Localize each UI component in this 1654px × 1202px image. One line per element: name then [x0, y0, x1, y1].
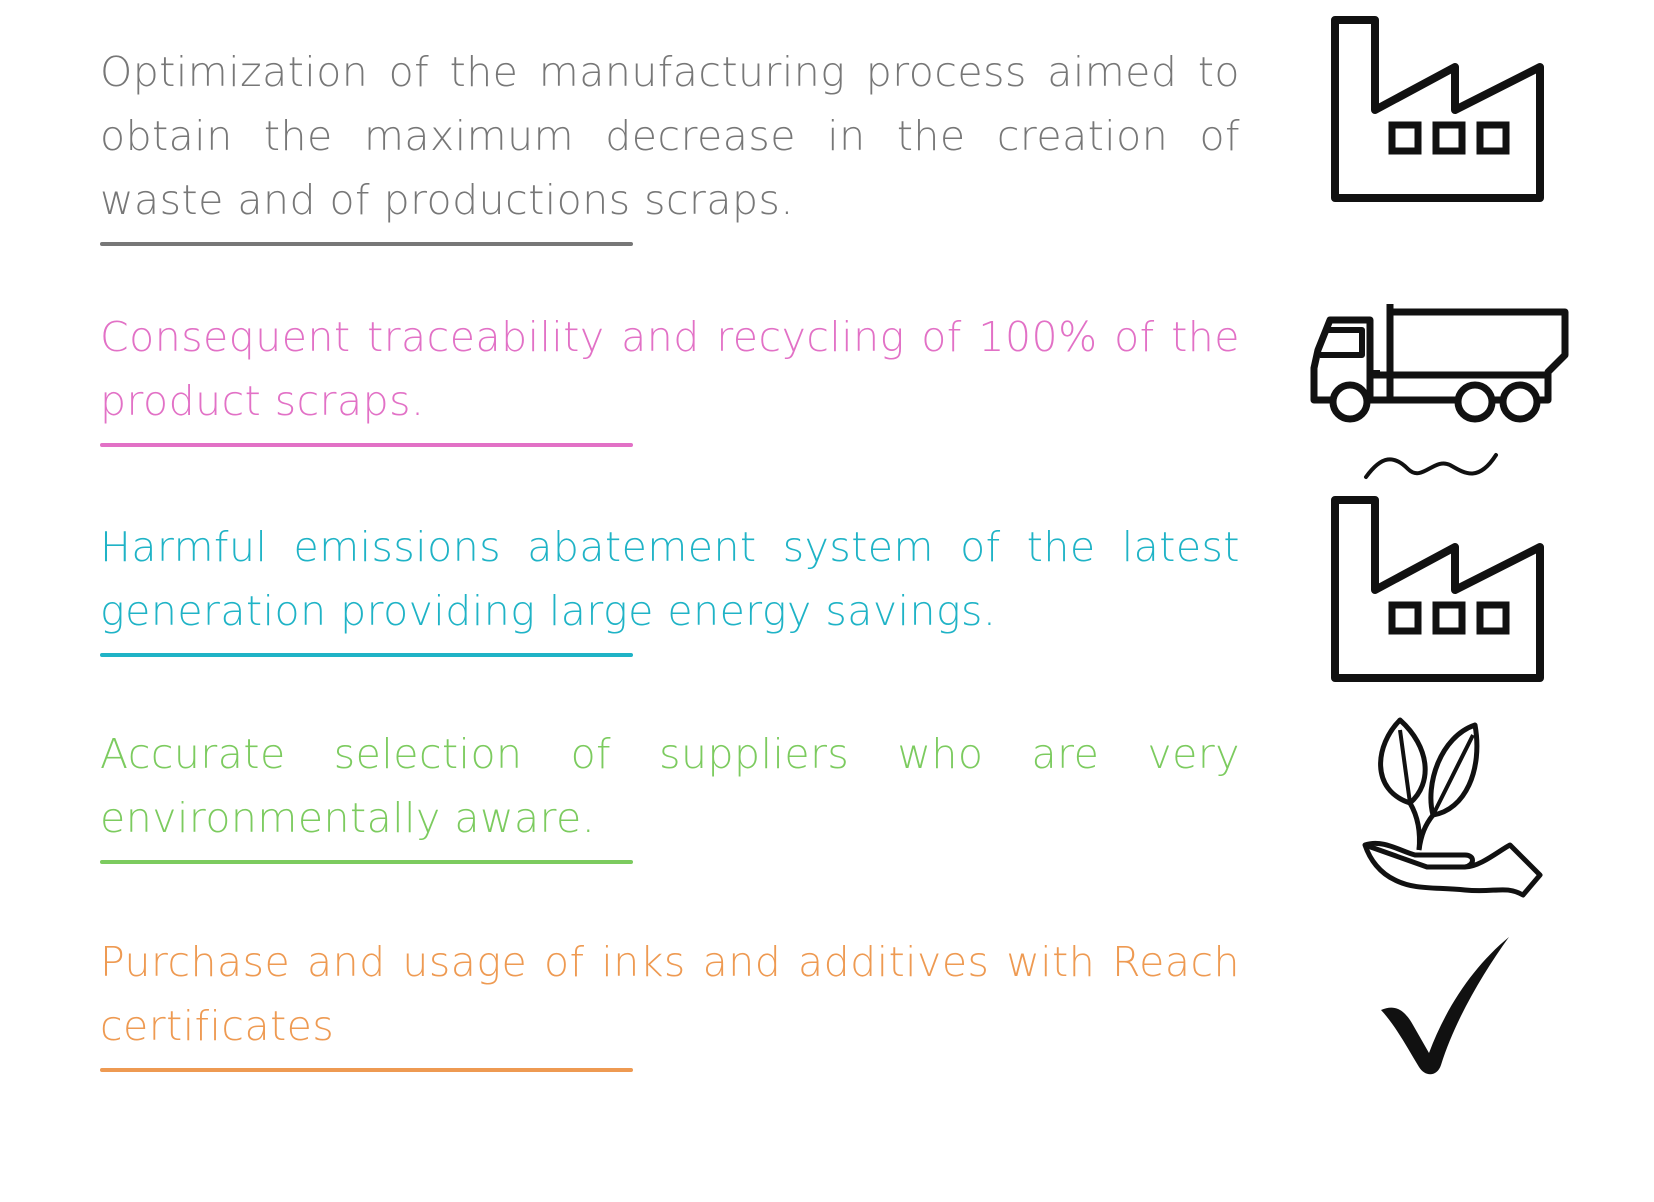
statement-supplier-selection: Accurate selection of suppliers who are …	[100, 722, 1240, 864]
plant-in-hand-icon	[1355, 715, 1545, 915]
statement-manufacturing-optimization: Optimization of the manufacturing proces…	[100, 40, 1240, 246]
statement-underline	[100, 443, 633, 447]
statement-underline	[100, 1068, 633, 1072]
statement-underline	[100, 242, 633, 246]
checkmark-icon	[1375, 935, 1515, 1080]
statement-text: Consequent traceability and recycling of…	[100, 313, 1240, 425]
statement-text: Purchase and usage of inks and additives…	[100, 938, 1240, 1050]
wave-connector-icon	[1362, 445, 1502, 485]
statement-reach-certificates: Purchase and usage of inks and additives…	[100, 930, 1240, 1072]
statement-emissions-abatement: Harmful emissions abatement system of th…	[100, 515, 1240, 657]
truck-icon	[1310, 300, 1575, 425]
statement-underline	[100, 653, 633, 657]
statement-text: Harmful emissions abatement system of th…	[100, 523, 1240, 635]
statement-text: Optimization of the manufacturing proces…	[100, 48, 1240, 224]
factory-icon	[1330, 495, 1560, 685]
factory-icon	[1330, 15, 1560, 205]
statement-text: Accurate selection of suppliers who are …	[100, 730, 1240, 842]
statement-traceability-recycling: Consequent traceability and recycling of…	[100, 305, 1240, 447]
statement-underline	[100, 860, 633, 864]
